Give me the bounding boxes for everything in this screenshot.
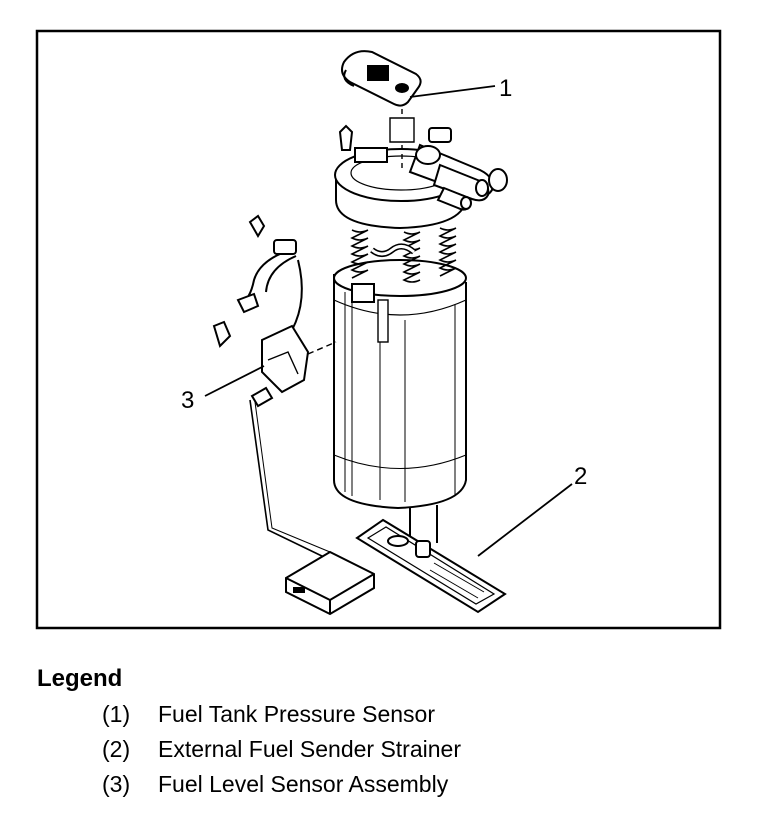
callout-2: 2 (574, 463, 587, 490)
legend-item-number: (2) (102, 736, 131, 762)
fuel-pump-reservoir (333, 259, 467, 510)
callout-1: 1 (499, 75, 512, 102)
legend-item-label: Fuel Level Sensor Assembly (158, 771, 449, 797)
external-fuel-sender-strainer (355, 500, 507, 614)
legend-item-label: Fuel Tank Pressure Sensor (158, 701, 435, 727)
legend-title: Legend (37, 665, 123, 692)
legend-item-number: (1) (102, 701, 131, 727)
fuel-tank-pressure-sensor (341, 50, 422, 170)
legend-item-number: (3) (102, 771, 131, 797)
fuel-sender-flange (334, 124, 508, 230)
legend-item-label: External Fuel Sender Strainer (158, 736, 461, 762)
fuel-pump-module-illustration: 1 2 3 (35, 29, 722, 630)
fuel-level-sensor-assembly (212, 214, 375, 616)
callout-3: 3 (181, 387, 194, 414)
callout-leaders (204, 85, 573, 557)
support-springs (350, 227, 457, 283)
legend-item-1: (1) Fuel Tank Pressure Sensor (102, 701, 435, 728)
legend-item-2: (2) External Fuel Sender Strainer (102, 736, 461, 763)
legend-item-3: (3) Fuel Level Sensor Assembly (102, 771, 448, 798)
